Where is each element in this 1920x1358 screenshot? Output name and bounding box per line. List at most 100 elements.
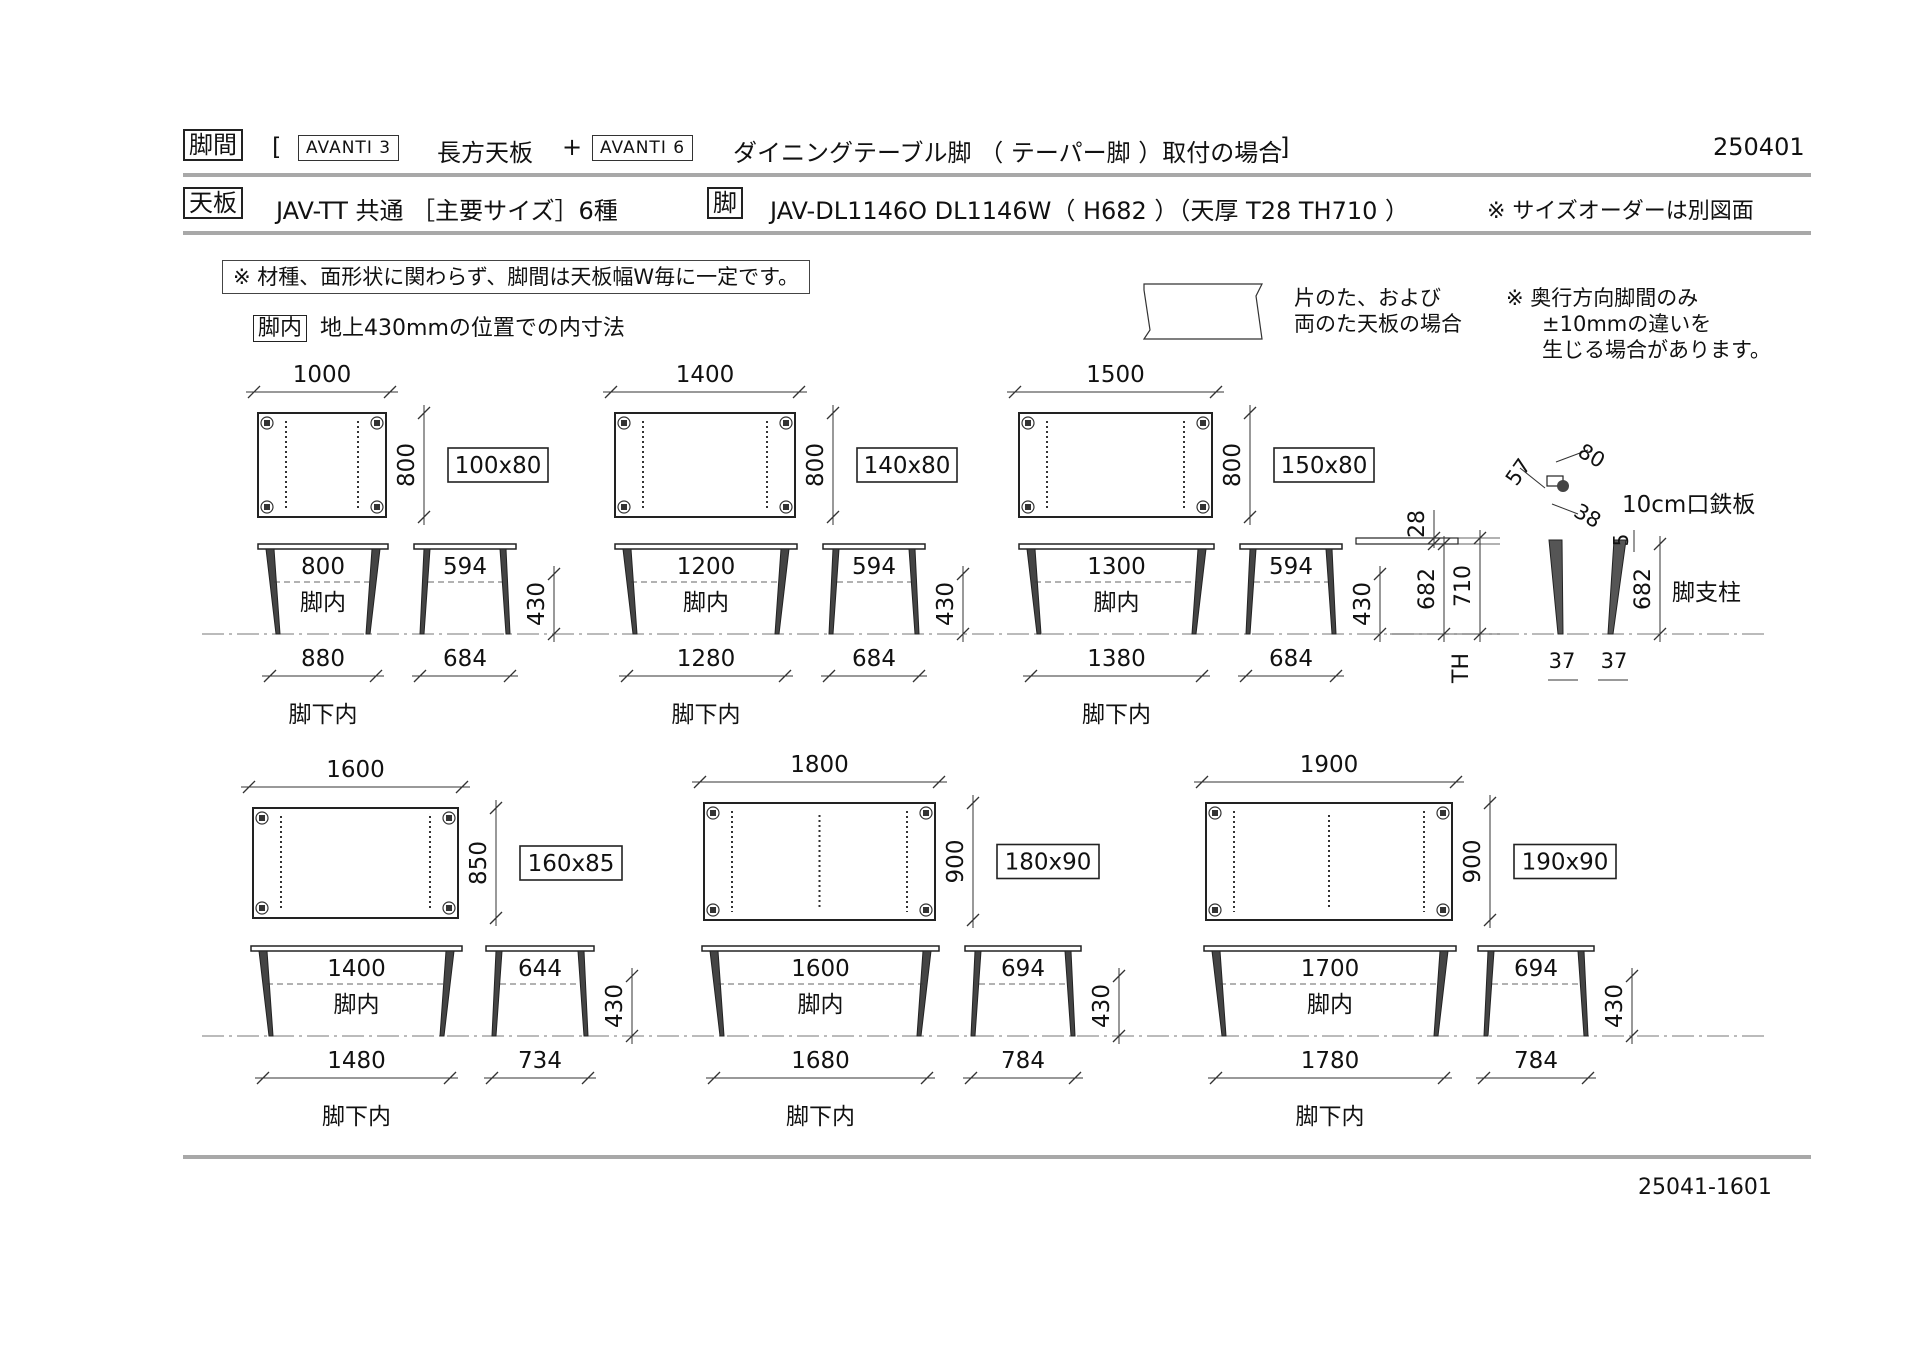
depth-dim-tick-t [826,406,840,420]
height-dim-tick-b [1112,1029,1126,1043]
side-top-elevation [1239,543,1343,550]
size-box [996,843,1100,880]
side-top-elevation [822,543,926,550]
width-dim-text: 1400 [676,362,735,388]
plate-dim-b-line [1555,449,1589,463]
leg-tag-wrap: 脚 [707,187,743,219]
corner-bracket-icon-plate [264,504,270,510]
width-dim-text: 1500 [1086,362,1145,388]
width-dim-tick-l [1008,385,1022,399]
corner-bracket-icon-ring [1196,500,1210,514]
lower-inner-label: 脚下内 [1082,702,1151,728]
depth-dim-tick-b [489,911,503,925]
dim-682-text: 682 [1415,568,1440,610]
corner-bracket-icon-ring [255,901,269,915]
depth-dim-tick-b [417,510,431,524]
table-top-plan [1018,412,1213,518]
common-note-text: ※ 材種、面形状に関わらず、脚間は天板幅W毎に一定です。 [233,265,800,289]
corner-bracket-icon [706,903,720,917]
inner-label: 脚内 [334,992,380,1018]
corner-bracket-icon [1021,500,1035,514]
bottom-width-dim-text: 1280 [677,646,736,672]
height-dim-tick-t [625,969,639,983]
bottom-width-dim-tick-l [1024,669,1038,683]
corner-bracket-icon-plate [1212,907,1218,913]
bottom-width-dim-tick-r [920,1071,934,1085]
depth-dim-tick-b [1243,510,1257,524]
corner-bracket-icon-plate [446,815,452,821]
corner-bracket-icon [1436,806,1450,820]
bottom-width-dim-tick-l [1209,1071,1223,1085]
leg-left [709,950,725,1037]
top-elevation [250,945,463,952]
top-elevation [1018,543,1215,550]
inner-width-text: 1600 [791,956,850,982]
top-elevation [257,543,389,550]
bottom-depth-dim-tick-r [1329,669,1343,683]
corner-bracket-icon-ring [1196,416,1210,430]
depth-dim-tick-t [489,801,503,815]
width-dim-text: 1800 [790,752,849,778]
product-a-tag: AVANTI 3 [298,135,400,161]
plate-dim-a-text: 57 [1501,454,1536,490]
bottom-width-dim-tick-r [1437,1071,1451,1085]
leg-left [1211,950,1227,1037]
height-dim-tick-t [1625,969,1639,983]
bottom-depth-dim-text: 784 [1514,1048,1558,1074]
header-row-2: 天板 [183,187,243,219]
leg-left [622,548,638,635]
height-dim-text: 430 [1602,984,1628,1028]
leg-left [265,548,281,635]
plate-dim-b-text: 80 [1574,439,1609,473]
bottom-width-dim-tick-r [369,669,383,683]
inner-label: 脚内 [798,992,844,1018]
height-dim-tick-t [1112,969,1126,983]
corner-bracket-icon-plate [374,504,380,510]
lower-inner-label: 脚下内 [289,702,358,728]
bottom-width-dim-tick-r [1195,669,1209,683]
dim-682b-text: 682 [1631,568,1656,610]
height-dim-text: 430 [933,582,959,626]
dim-682-tick-t [1437,537,1451,551]
corner-bracket-icon-plate [923,907,929,913]
depth-dim-text: 800 [1220,443,1246,487]
corner-bracket-icon-ring [255,811,269,825]
inner-depth-text: 694 [1514,956,1558,982]
top-elevation [614,543,798,550]
header-rule-1 [183,173,1811,177]
table-top-plan [614,412,796,518]
leg-right [1191,548,1207,635]
corner-bracket-icon-plate [446,905,452,911]
top-elevation [1203,945,1457,952]
size-label: 190x90 [1522,850,1609,876]
corner-bracket-icon-ring [919,903,933,917]
dim-682b-tick-t [1653,537,1667,551]
height-dim-tick-t [956,567,970,581]
size-order-note: ※ サイズオーダーは別図面 [1487,199,1754,224]
dim-710-text: 710 [1451,565,1476,607]
width-dim-text: 1000 [293,362,352,388]
corner-bracket-icon [919,903,933,917]
dim-682-tick-b [1437,627,1451,641]
height-dim-tick-b [547,627,561,641]
side-leg-right [1325,548,1337,635]
bracket-open: [ [272,133,282,161]
corner-bracket-icon-plate [621,420,627,426]
side-top-elevation [964,945,1082,952]
table-top-spec: JAV-TT 共通 ［主要サイズ］6種 [276,197,618,225]
product-b-tag: AVANTI 6 [592,135,694,161]
depth-dim-text: 800 [394,443,420,487]
corner-bracket-icon [1436,903,1450,917]
size-box [519,845,623,881]
leg-left [258,950,274,1037]
plate-dim-a-line [1519,467,1546,489]
bottom-depth-dim-text: 734 [518,1048,562,1074]
bottom-width-dim-text: 1380 [1087,646,1146,672]
corner-bracket-icon-ring [370,416,384,430]
shape-note-line2: 両のた天板の場合 [1294,312,1462,336]
leg-right [439,950,455,1037]
leg-spec: JAV-DL1146O DL1146W（ H682 ）（天厚 T28 TH710… [770,197,1410,225]
depth-dim-tick-t [1243,406,1257,420]
